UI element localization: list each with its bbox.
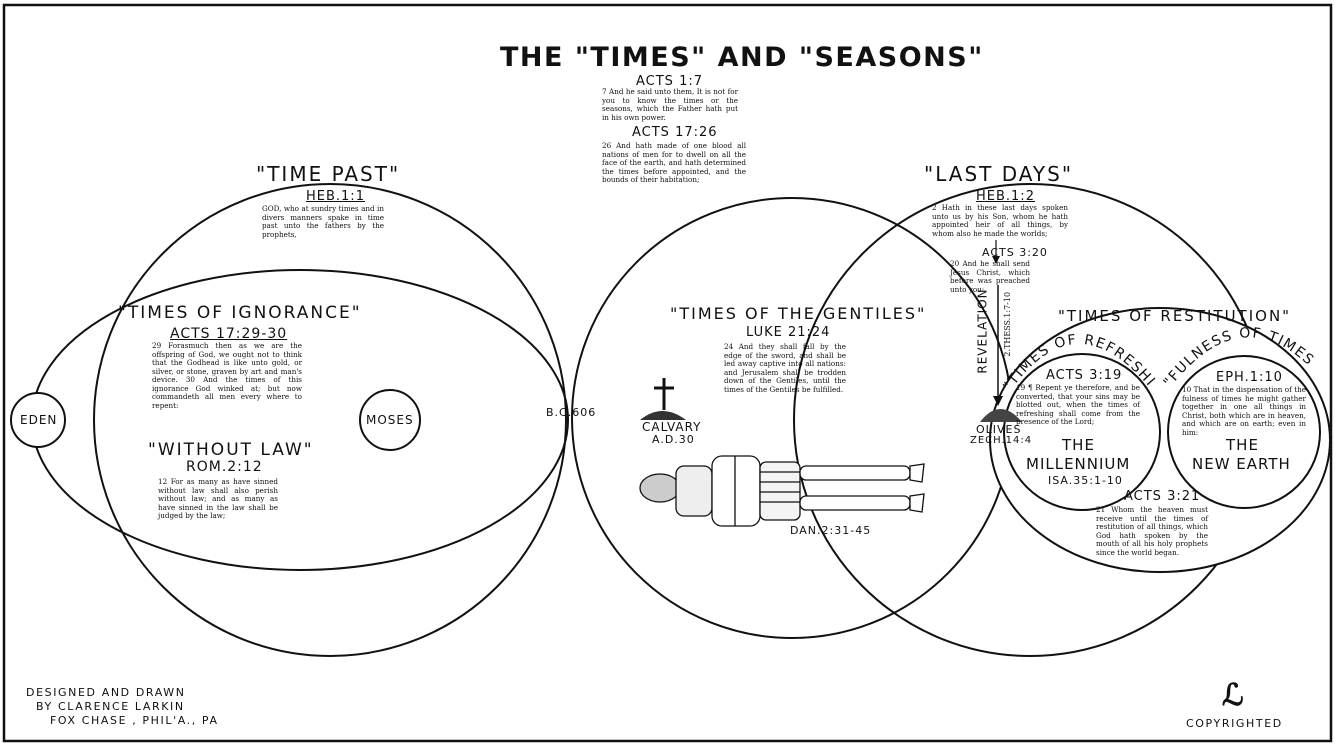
copyright-label: COPYRIGHTED [1186, 717, 1283, 730]
statue-figure-icon [639, 455, 925, 527]
revelation-arrow-icon [993, 285, 1003, 406]
acts-3-20-ref: ACTS 3:20 [982, 246, 1048, 259]
dan-ref: DAN.2:31-45 [790, 524, 872, 537]
page-title: THE "TIMES" AND "SEASONS" [500, 42, 984, 73]
moses-label: MOSES [366, 413, 414, 427]
acts-17-26-text: 26 And hath made of one blood all nation… [602, 141, 746, 184]
bc606-label: B.C.606 [546, 406, 597, 419]
acts-1-7-text: 7 And he said unto them, It is not for y… [602, 87, 738, 122]
revelation-label: REVELATION [975, 288, 990, 374]
restitution-ref: ACTS 3:21 [1124, 489, 1201, 504]
calvary-date: A.D.30 [652, 433, 695, 446]
gentiles-heading: "TIMES OF THE GENTILES" [670, 304, 927, 323]
fulness-ref: EPH.1:10 [1216, 370, 1283, 385]
last-days-text: 2 Hath in these last days spoken unto us… [932, 203, 1068, 238]
credit-line-2: BY CLARENCE LARKIN [36, 700, 185, 713]
calvary-cross-icon [640, 378, 686, 420]
credit-line-3: FOX CHASE , PHIL'A., PA [50, 714, 219, 727]
last-days-heading: "LAST DAYS" [924, 162, 1074, 186]
refreshing-text: 19 ¶ Repent ye therefore, and be convert… [1016, 383, 1140, 426]
time-past-text: GOD, who at sundry times and in divers m… [262, 204, 384, 239]
refreshing-ref: ACTS 3:19 [1046, 368, 1123, 383]
calvary-label: CALVARY [642, 420, 702, 434]
mount-olives-icon [980, 409, 1022, 422]
new-earth-label-1: THE [1226, 436, 1259, 454]
time-past-circle [93, 183, 567, 657]
new-earth-label-2: NEW EARTH [1192, 455, 1291, 473]
acts-17-26-ref: ACTS 17:26 [632, 125, 718, 140]
acts-1-7-ref: ACTS 1:7 [636, 74, 703, 89]
acts-3-20-text: 20 And he shall send Jesus Christ, which… [950, 259, 1030, 294]
ignorance-ref: ACTS 17:29-30 [170, 326, 288, 342]
gentiles-text: 24 And they shall fall by the edge of th… [724, 342, 846, 394]
refreshing-circle [1003, 353, 1161, 511]
time-past-ref: HEB.1:1 [306, 189, 365, 204]
last-days-ref: HEB.1:2 [976, 189, 1035, 204]
restitution-text: 21 Whom the heaven must receive until th… [1096, 505, 1208, 557]
page-border [2, 3, 1333, 743]
zech-label: ZECH.14:4 [970, 435, 1033, 446]
ignorance-text: 29 Forasmuch then as we are the offsprin… [152, 341, 302, 410]
fulness-circle [1167, 355, 1321, 509]
millennium-label-1: THE [1062, 436, 1095, 454]
without-law-text: 12 For as many as have sinned without la… [158, 477, 278, 520]
gentiles-circle [571, 197, 1013, 639]
acts-arrow-icon [992, 240, 1000, 264]
eden-circle [10, 392, 66, 448]
fulness-text: 10 That in the dispensation of the fulne… [1182, 385, 1306, 437]
credit-line-1: DESIGNED AND DRAWN [26, 686, 186, 699]
isa-ref: ISA.35:1-10 [1048, 474, 1123, 487]
moses-circle [359, 389, 421, 451]
gentiles-ref: LUKE 21:24 [746, 325, 831, 340]
without-law-ref: ROM.2:12 [186, 459, 263, 475]
without-law-heading: "WITHOUT LAW" [148, 440, 314, 460]
time-past-heading: "TIME PAST" [256, 162, 401, 186]
ignorance-heading: "TIMES OF IGNORANCE" [118, 303, 362, 323]
thess-label: 2.THESS.1:7-10 [1003, 291, 1013, 357]
eden-label: EDEN [20, 413, 58, 427]
restitution-heading: "TIMES OF RESTITUTION" [1058, 307, 1292, 325]
monogram-icon: ℒ [1222, 678, 1244, 713]
millennium-label-2: MILLENNIUM [1026, 455, 1131, 473]
olives-label: OLIVES [976, 423, 1022, 436]
